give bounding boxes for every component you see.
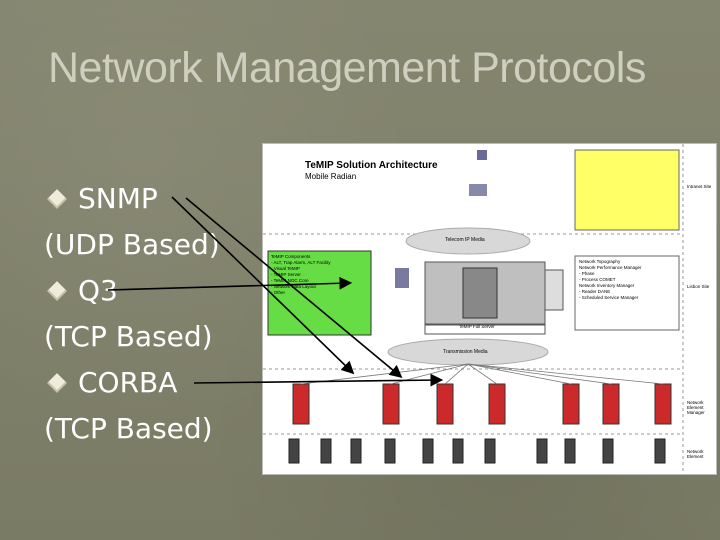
bullet-label: CORBA — [78, 366, 178, 399]
zone-label: Network Element Manager — [687, 400, 705, 415]
slide-title: Network Management Protocols — [48, 44, 646, 92]
bullet-subtext: (TCP Based) — [44, 412, 213, 445]
bullet-item-corba: CORBA — [44, 360, 284, 406]
diagram-subheading: Mobile Radian — [305, 172, 357, 181]
zone-label: Lisbon Site — [687, 284, 710, 289]
arrow-corba — [193, 373, 444, 387]
bullet-subtext: (TCP Based) — [44, 320, 213, 353]
architecture-diagram: TeMIP Solution Architecture Mobile Radia… — [262, 143, 717, 475]
bullet-list: SNMP (UDP Based) Q3 (TCP Based) CORBA (T… — [44, 176, 284, 452]
cloud-mid — [387, 338, 549, 366]
server-label: TeMIP Full Server — [459, 324, 495, 329]
zone-label: Network Element — [687, 449, 704, 459]
arrow-snmp — [171, 196, 355, 375]
bullet-subtext: (UDP Based) — [44, 228, 220, 261]
bullet-item-snmp: SNMP — [44, 176, 284, 222]
diagram-heading: TeMIP Solution Architecture — [305, 160, 438, 171]
arrow-snmp-2 — [185, 197, 403, 379]
bullet-label: SNMP — [78, 182, 158, 215]
zone-label: Intranet Site — [687, 184, 712, 189]
cloud-mid-label: Transmission Media — [443, 349, 488, 355]
diagram-graphics — [263, 144, 684, 474]
cloud-top — [405, 227, 531, 255]
arrow-q3 — [107, 276, 353, 291]
cloud-top-label: Telecom IP Media — [445, 237, 485, 243]
